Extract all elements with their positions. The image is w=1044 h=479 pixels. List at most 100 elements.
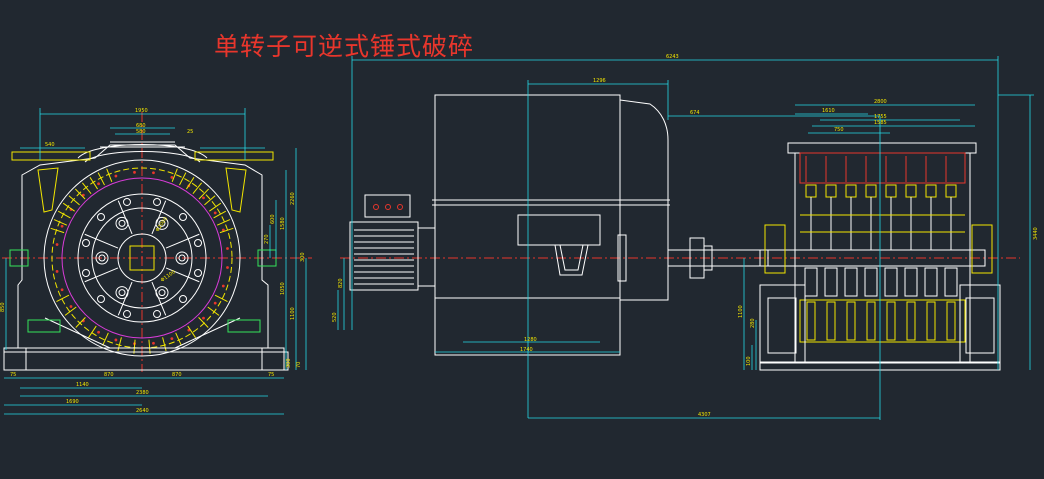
hammer-pins: [81, 197, 203, 319]
grate-bar: [198, 317, 209, 328]
main-rotor-shaft: [759, 249, 986, 267]
hammer-pin: [118, 289, 126, 297]
rotor-disc: [77, 193, 207, 323]
dim-right-70: 70: [296, 362, 302, 368]
rotor-disc-section: [804, 267, 818, 297]
grate-bar: [214, 294, 228, 303]
dim-right-300-b: 300: [286, 358, 292, 368]
disc-hole: [179, 295, 188, 304]
dim-bottom-1690: 1690: [66, 399, 79, 405]
cooler-fins: [349, 221, 419, 291]
dim-motor-1280: 1280: [524, 337, 537, 343]
dim-bottom-4307: 4307: [698, 412, 711, 418]
dim-crusher-2800: 2800: [874, 99, 887, 105]
bolt: [152, 341, 155, 345]
upper-hood: [77, 144, 208, 159]
hammer-head: [845, 184, 857, 198]
cooler-fin-lines: [354, 229, 414, 285]
dim-bottom-2380: 2380: [136, 390, 149, 396]
coupling-hub: [703, 245, 713, 271]
dim-bottom-1140: 1140: [76, 382, 89, 388]
dim-motor-1740: 1740: [520, 347, 533, 353]
hammer-pin-hole: [115, 286, 129, 300]
dim-right-300: 300: [300, 252, 306, 262]
breaker-bar: [192, 182, 203, 195]
breaker-bar: [219, 227, 234, 234]
dim-bottom-870-right: 870: [172, 372, 182, 378]
dim-right-2260: 2260: [290, 192, 296, 205]
bolt: [221, 228, 225, 232]
grate-bar: [64, 306, 77, 316]
disc-hole: [153, 197, 162, 206]
rotor-disc-section: [924, 267, 938, 297]
cooler-neck: [417, 227, 436, 287]
dim-crusher-1755: 1755: [874, 114, 887, 120]
left-adjuster: [27, 319, 61, 333]
disc-hole: [153, 310, 162, 319]
breaker-bar: [216, 219, 231, 226]
left-foot: [3, 347, 27, 371]
hammer-pin: [158, 289, 166, 297]
dim-left-850: 850: [0, 302, 6, 312]
label-phi2000: Φ2000: [155, 216, 169, 233]
bolt: [170, 175, 174, 179]
motor-coupling-flange: [617, 234, 627, 282]
rotor-spoke: [84, 267, 119, 283]
bolt: [133, 170, 136, 174]
dim-lower-280: 280: [750, 318, 756, 328]
right-adjuster: [227, 319, 261, 333]
cooler-bolt-1: [373, 204, 379, 210]
dim-top-580: 580: [136, 129, 146, 135]
motor-end-cap: [619, 99, 669, 301]
disc-hole: [122, 197, 131, 206]
right-bearing-block: [971, 224, 993, 274]
dim-right-1100: 1100: [290, 307, 296, 320]
dim-right-1050: 1050: [280, 282, 286, 295]
bolt: [226, 247, 229, 250]
left-bearing: [9, 249, 29, 267]
rotor-spoke: [151, 281, 167, 316]
breaker-bar: [81, 182, 92, 195]
hammer-pin-hole: [155, 216, 169, 230]
crusher-top-flange: [787, 142, 977, 154]
grate-bar: [187, 325, 196, 338]
dim-bottom-75-right: 75: [268, 372, 274, 378]
bolt: [97, 182, 100, 186]
bolt: [114, 338, 118, 342]
disc-hole: [179, 212, 188, 221]
grate-bar: [102, 332, 109, 346]
breaker-bar: [53, 219, 68, 226]
grate-plate: [826, 301, 836, 341]
hub: [117, 233, 167, 283]
crusher-feed-grid: [799, 152, 966, 184]
grate-bar: [117, 337, 122, 352]
disc-hole: [96, 212, 105, 221]
drawing-title: 单转子可逆式锤式破碎: [214, 32, 475, 61]
cooler-frame: [364, 194, 411, 218]
dim-bottom-870-left: 870: [104, 372, 114, 378]
rotor-spoke: [117, 281, 133, 316]
terminal-box: [517, 214, 601, 246]
bolt: [152, 171, 155, 175]
dim-gap-674: 674: [690, 110, 700, 116]
base-plate: [3, 351, 289, 371]
bolt: [97, 330, 100, 334]
bolt: [170, 337, 174, 341]
hammer-head: [925, 184, 937, 198]
bolt: [55, 270, 59, 273]
hammer-head: [945, 184, 957, 198]
grate-plate: [806, 301, 816, 341]
rotor-spokes: [84, 200, 200, 316]
dim-crusher-1610: 1610: [822, 108, 835, 114]
hammer-pin-hole: [155, 286, 169, 300]
shaft-key: [129, 245, 155, 271]
hammer-pin: [98, 254, 106, 262]
hammer-rows: [800, 156, 965, 341]
bolt: [60, 224, 64, 228]
bolt: [81, 193, 85, 197]
dim-crusher-750: 750: [834, 127, 844, 133]
grate-bar: [207, 306, 220, 316]
right-feed-chute: [225, 167, 247, 213]
hammer-pin-hole: [115, 216, 129, 230]
